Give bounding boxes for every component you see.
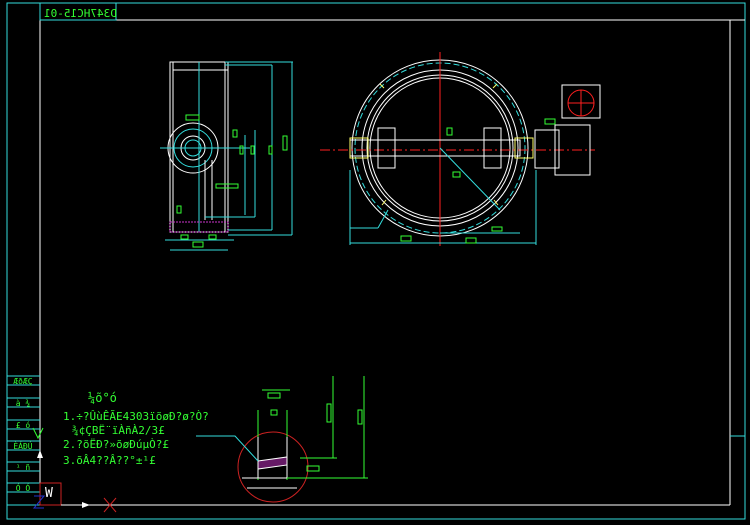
sidebar-label: à ¾ bbox=[15, 399, 31, 408]
ucs-icon bbox=[32, 427, 117, 513]
ucs-label: W bbox=[45, 486, 53, 501]
note-line: ¾¢ÇBË¨ïÀñÀ2/3£ bbox=[72, 424, 165, 437]
note-line: 3.õÂ4??Â??°±¹£ bbox=[63, 454, 156, 467]
note-line: 1.÷?ÛùÊÃE4303ïõøÐ?ø?Ò? bbox=[63, 410, 209, 423]
sidebar-label: ÆðÆÇ bbox=[13, 377, 33, 386]
drawing-frame bbox=[6, 2, 746, 520]
sidebar-label: ¹ ñ bbox=[15, 463, 31, 472]
notes-heading: ¼õ°ó bbox=[88, 391, 117, 405]
title-block-text: D347HC15-01 bbox=[44, 7, 117, 20]
detail-view bbox=[196, 376, 368, 503]
sidebar-label: £ ó bbox=[15, 421, 31, 430]
sidebar-label: Ó Ó bbox=[15, 484, 31, 493]
sidebar-label: ÈÁÐÚ bbox=[13, 442, 33, 451]
side-view bbox=[160, 61, 293, 251]
front-view bbox=[320, 52, 601, 246]
note-line: 2.?õËÐ?»õøÐúµÒ?£ bbox=[63, 438, 169, 451]
